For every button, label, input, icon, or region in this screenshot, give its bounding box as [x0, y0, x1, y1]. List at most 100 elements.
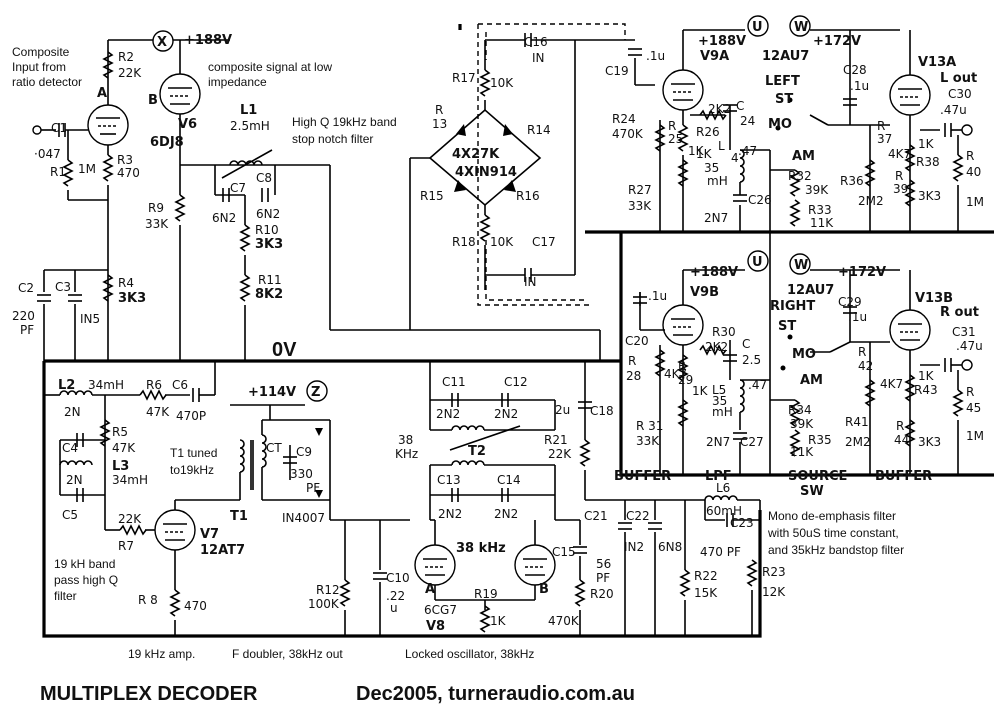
- l3-value: 34mH: [112, 473, 148, 487]
- r18-ref: R18: [452, 235, 476, 249]
- note-composite-3: ratio detector: [12, 75, 82, 89]
- r38-value: 1K: [918, 137, 935, 151]
- l3-ref: L3: [112, 459, 129, 474]
- r37-ref: R: [877, 119, 885, 133]
- c2-unit: PF: [20, 323, 34, 337]
- c18-value: 2u: [555, 403, 570, 417]
- c29-ref: C29: [838, 295, 862, 309]
- tube-v8-name: V8: [426, 619, 445, 634]
- c16-value: IN: [532, 51, 545, 65]
- tube-v9b-type: 12AU7: [787, 283, 834, 298]
- note-doubler: F doubler, 38kHz out: [232, 647, 343, 661]
- annotation-notes: Composite Input from ratio detector comp…: [12, 45, 904, 661]
- c21-ref: C21: [584, 509, 608, 523]
- v6-pin-b: B: [148, 93, 158, 108]
- tube-v9a-type: 12AU7: [762, 49, 809, 64]
- r4-ref: R4: [118, 276, 134, 290]
- r36-ref: R36: [840, 174, 864, 188]
- rail-172v-v13b: +172V: [838, 265, 886, 280]
- c12-value: 2N2: [494, 407, 518, 421]
- l5-value: 35: [712, 394, 727, 408]
- tube-labels: V6 6DJ8 V7 12AT7 6CG7 V8 V9A 12AU7 V9B 1…: [150, 49, 956, 634]
- r9-value: 33K: [145, 217, 169, 231]
- r23-value: 12K: [762, 585, 786, 599]
- r8-ref: R 8: [138, 593, 158, 607]
- r29-ref: R: [678, 359, 686, 373]
- c19-ref: C19: [605, 64, 629, 78]
- tube-v7-type: 12AT7: [200, 543, 245, 558]
- note-low-impedance-2: impedance: [208, 75, 267, 89]
- c21-value: IN2: [624, 540, 644, 554]
- r25-ref: R: [668, 119, 676, 133]
- c27-value: 2N7: [706, 435, 730, 449]
- r28-ref: R: [628, 354, 636, 368]
- l4-value: 35: [704, 161, 719, 175]
- r31-value: 33K: [636, 434, 660, 448]
- c11-value: 2N2: [436, 407, 460, 421]
- label-r-out: R out: [940, 305, 979, 320]
- r11-ref: R11: [258, 273, 282, 287]
- note-19khz-amp: 19 kHz amp.: [128, 647, 195, 661]
- marker-x: X: [157, 35, 167, 50]
- r25-value: 1K: [688, 144, 705, 158]
- l1-ref: L1: [240, 103, 257, 118]
- oscillator-section: [414, 361, 588, 636]
- r26-ref: R26: [696, 125, 720, 139]
- r32-value: 39K: [805, 183, 829, 197]
- tube-v6-name: V6: [178, 117, 197, 132]
- tube-v7-name: V7: [200, 527, 219, 542]
- r3-value: 470: [117, 166, 140, 180]
- tube-v13a-name: V13A: [918, 55, 956, 70]
- c17-ref: C17: [532, 235, 556, 249]
- page-title: MULTIPLEX DECODER: [40, 683, 258, 705]
- tube-v13b-name: V13B: [915, 291, 953, 306]
- c15-ref: C15: [552, 545, 576, 559]
- bridge-diodes: 4XIN914: [455, 165, 517, 180]
- c10-unit: u: [390, 601, 398, 615]
- r4-value: 3K3: [118, 291, 146, 306]
- l4-ref: L: [718, 139, 725, 153]
- r12-ref: R12: [316, 583, 340, 597]
- c24-r-value: 2K2: [708, 102, 731, 116]
- label-buffer-left: BUFFER: [614, 469, 671, 484]
- r13-ref: R: [435, 103, 443, 117]
- note-composite-2: Input from: [12, 60, 66, 74]
- r44-value: 3K3: [918, 435, 941, 449]
- r2-value: 22K: [118, 66, 142, 80]
- left-channel: U W: [655, 15, 973, 232]
- r35-ref: R35: [808, 433, 832, 447]
- r42-num: 42: [858, 359, 873, 373]
- label-source: SOURCE: [788, 469, 847, 484]
- label-0v: 0V: [272, 339, 297, 361]
- r34-value: 39K: [790, 417, 814, 431]
- l5-unit: mH: [712, 405, 733, 419]
- r10-ref: R10: [255, 223, 279, 237]
- tube-v6-type: 6DJ8: [150, 135, 184, 150]
- r45-num: 45: [966, 401, 981, 415]
- l5-ref: L5: [712, 383, 726, 397]
- c4-ref: C4: [62, 441, 78, 455]
- rail-188v-v9a: +188V: [698, 34, 746, 49]
- footer: MULTIPLEX DECODER Dec2005, turneraudio.c…: [40, 683, 635, 705]
- t1-ct: CT: [266, 441, 282, 455]
- r7-value: 22K: [118, 512, 142, 526]
- c12-ref: C12: [504, 375, 528, 389]
- l1-value: 2.5mH: [230, 119, 270, 133]
- r23-ref: R23: [762, 565, 786, 579]
- tube-v9a-name: V9A: [700, 49, 729, 64]
- marker-u-bottom: U: [752, 255, 763, 270]
- c10-value: .22: [386, 589, 405, 603]
- r15-ref: R15: [420, 189, 444, 203]
- v6-pin-a: A: [97, 86, 107, 101]
- l2-ref: L2: [58, 378, 75, 393]
- r42-ref: R: [858, 345, 866, 359]
- r30-ref: R30: [712, 325, 736, 339]
- r16-ref: R16: [516, 189, 540, 203]
- c7-ref: C7: [230, 181, 246, 195]
- r24-ref: R24: [612, 112, 636, 126]
- c11-ref: C11: [442, 375, 466, 389]
- r36-value: 2M2: [858, 194, 884, 208]
- c23-value: 470 PF: [700, 545, 741, 559]
- c25-ref: C: [742, 337, 750, 351]
